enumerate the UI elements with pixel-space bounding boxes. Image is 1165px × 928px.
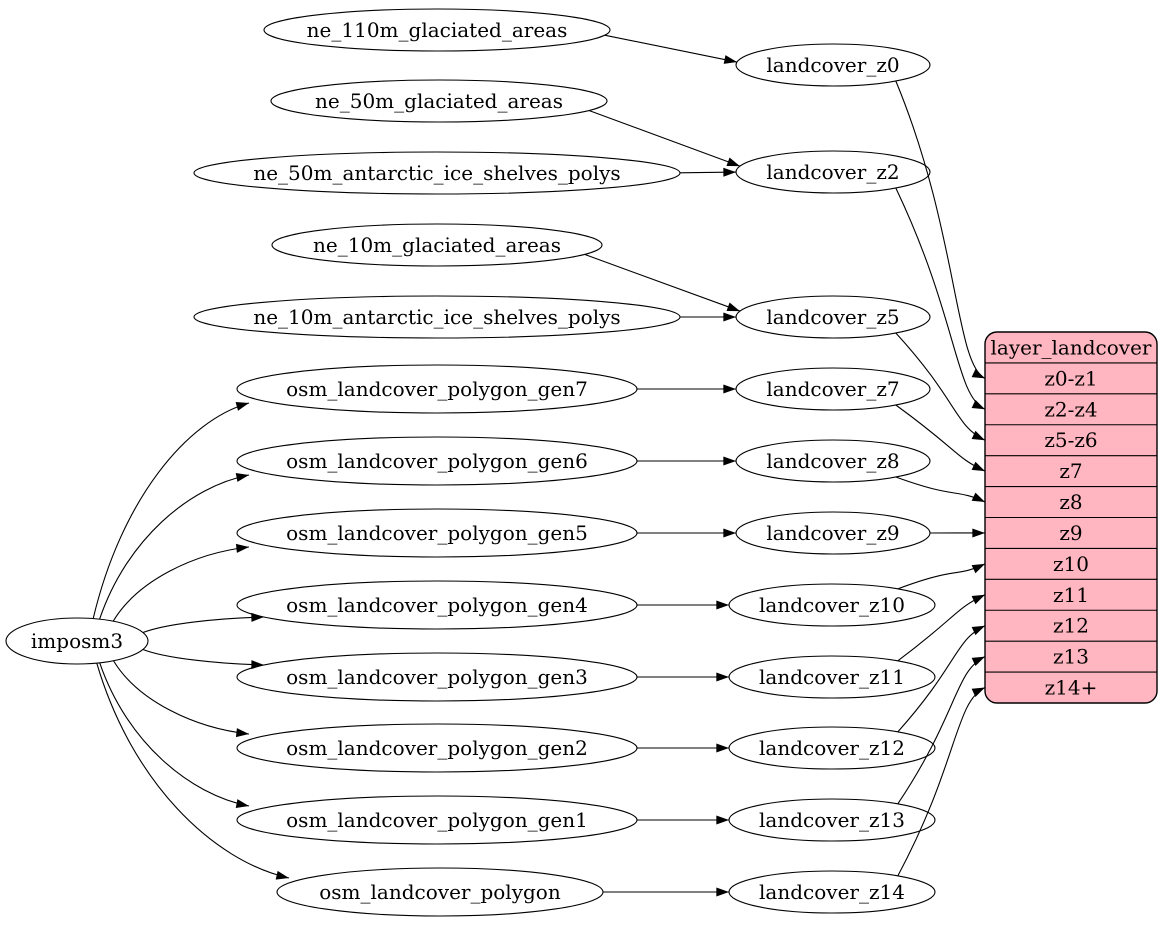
- node-osm_landcover_polygon_gen6: osm_landcover_polygon_gen6: [237, 437, 637, 485]
- node-label-landcover_z9: landcover_z9: [766, 521, 899, 545]
- node-landcover_z7: landcover_z7: [736, 368, 930, 410]
- node-label-ne_50m_antarctic_ice_shelves_polys: ne_50m_antarctic_ice_shelves_polys: [253, 161, 620, 185]
- node-label-landcover_z12: landcover_z12: [759, 736, 905, 760]
- layer-table: layer_landcover z0-z1 z2-z4 z5-z6 z7 z8 z9 z10 z…: [985, 332, 1157, 703]
- table-row-label-z10: z10: [1053, 552, 1089, 576]
- node-osm_landcover_polygon_gen3: osm_landcover_polygon_gen3: [237, 653, 637, 701]
- node-landcover_z14: landcover_z14: [729, 871, 935, 913]
- node-label-landcover_z14: landcover_z14: [759, 880, 905, 904]
- table-row-label-z9: z9: [1059, 521, 1082, 545]
- table-row-label-z13: z13: [1053, 645, 1089, 669]
- node-landcover_z2: landcover_z2: [736, 151, 930, 193]
- node-ne_50m_glaciated_areas: ne_50m_glaciated_areas: [271, 80, 607, 122]
- node-label-landcover_z7: landcover_z7: [766, 377, 899, 401]
- table-row-label-z7: z7: [1059, 459, 1082, 483]
- node-ne_110m_glaciated_areas: ne_110m_glaciated_areas: [264, 9, 610, 51]
- node-landcover_z9: landcover_z9: [736, 512, 930, 554]
- node-landcover_z10: landcover_z10: [729, 584, 935, 626]
- table-row-label-z8: z8: [1059, 490, 1082, 514]
- node-label-landcover_z10: landcover_z10: [759, 593, 905, 617]
- node-label-ne_10m_antarctic_ice_shelves_polys: ne_10m_antarctic_ice_shelves_polys: [253, 305, 620, 329]
- node-osm_landcover_polygon: osm_landcover_polygon: [277, 868, 603, 916]
- node-label-osm_landcover_polygon_gen3: osm_landcover_polygon_gen3: [286, 665, 588, 689]
- node-label-osm_landcover_polygon_gen4: osm_landcover_polygon_gen4: [286, 593, 588, 617]
- node-label-landcover_z11: landcover_z11: [759, 665, 905, 689]
- node-label-ne_50m_glaciated_areas: ne_50m_glaciated_areas: [315, 89, 563, 113]
- edge-ne_50m_antarctic_ice_shelves_polys-to-landcover_z2: [680, 172, 736, 173]
- node-imposm3: imposm3: [6, 618, 148, 664]
- node-label-osm_landcover_polygon_gen7: osm_landcover_polygon_gen7: [286, 377, 588, 401]
- table-row-label-z11: z11: [1053, 583, 1089, 607]
- node-ne_50m_antarctic_ice_shelves_polys: ne_50m_antarctic_ice_shelves_polys: [194, 152, 680, 194]
- node-ne_10m_antarctic_ice_shelves_polys: ne_10m_antarctic_ice_shelves_polys: [194, 296, 680, 338]
- node-label-osm_landcover_polygon_gen6: osm_landcover_polygon_gen6: [286, 449, 588, 473]
- table-row-label-z14+: z14+: [1045, 676, 1098, 700]
- node-osm_landcover_polygon_gen1: osm_landcover_polygon_gen1: [237, 796, 637, 844]
- node-label-landcover_z8: landcover_z8: [766, 449, 899, 473]
- node-landcover_z0: landcover_z0: [736, 44, 930, 86]
- node-label-landcover_z0: landcover_z0: [766, 53, 899, 77]
- table-row-label-z5-z6: z5-z6: [1044, 428, 1097, 452]
- node-landcover_z11: landcover_z11: [729, 656, 935, 698]
- node-label-osm_landcover_polygon_gen5: osm_landcover_polygon_gen5: [286, 521, 588, 545]
- node-landcover_z12: landcover_z12: [729, 727, 935, 769]
- node-label-imposm3: imposm3: [31, 629, 123, 653]
- node-landcover_z13: landcover_z13: [729, 799, 935, 841]
- node-label-osm_landcover_polygon_gen1: osm_landcover_polygon_gen1: [286, 808, 588, 832]
- table-row-label-z12: z12: [1053, 614, 1089, 638]
- node-osm_landcover_polygon_gen4: osm_landcover_polygon_gen4: [237, 581, 637, 629]
- table-row-label-z0-z1: z0-z1: [1044, 366, 1097, 390]
- node-osm_landcover_polygon_gen2: osm_landcover_polygon_gen2: [237, 724, 637, 772]
- node-label-osm_landcover_polygon: osm_landcover_polygon: [319, 880, 561, 904]
- node-osm_landcover_polygon_gen7: osm_landcover_polygon_gen7: [237, 365, 637, 413]
- node-osm_landcover_polygon_gen5: osm_landcover_polygon_gen5: [237, 509, 637, 557]
- node-landcover_z5: landcover_z5: [736, 296, 930, 338]
- node-label-ne_10m_glaciated_areas: ne_10m_glaciated_areas: [313, 233, 561, 257]
- table-title: layer_landcover: [991, 335, 1152, 359]
- node-label-landcover_z2: landcover_z2: [766, 160, 899, 184]
- node-label-ne_110m_glaciated_areas: ne_110m_glaciated_areas: [307, 18, 568, 42]
- table-row-label-z2-z4: z2-z4: [1044, 397, 1097, 421]
- node-label-landcover_z13: landcover_z13: [759, 808, 905, 832]
- node-landcover_z8: landcover_z8: [736, 440, 930, 482]
- node-ne_10m_glaciated_areas: ne_10m_glaciated_areas: [272, 224, 602, 266]
- node-label-osm_landcover_polygon_gen2: osm_landcover_polygon_gen2: [286, 736, 588, 760]
- node-label-landcover_z5: landcover_z5: [766, 305, 899, 329]
